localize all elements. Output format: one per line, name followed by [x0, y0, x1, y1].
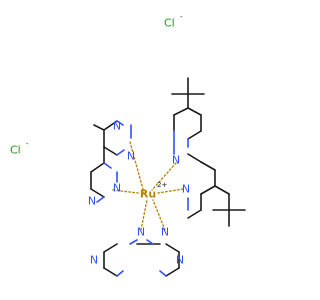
nitrogen-atom: N	[113, 182, 121, 195]
counterion-1: Cl -	[164, 13, 183, 30]
counterion-2: Cl -	[10, 140, 29, 157]
molecule-diagram: N N N N N N N N N N Ru 2+ Cl - Cl -	[10, 13, 246, 277]
nitrogen-atom: N	[88, 195, 96, 208]
nitrogen-atom: N	[90, 254, 98, 267]
nitrogen-atom: N	[172, 154, 180, 167]
coordination-bonds	[112, 141, 184, 231]
nitrogen-atom: N	[137, 226, 145, 239]
nitrogen-atom: N	[161, 226, 169, 239]
chloride-ion: Cl	[164, 17, 175, 30]
bipyrazine-lower	[103, 239, 180, 277]
nitrogen-atom: N	[113, 120, 121, 133]
chloride-charge: -	[26, 140, 29, 148]
chloride-charge: -	[180, 13, 183, 21]
ruthenium-atom: Ru	[140, 188, 156, 201]
bipyrazine-upper	[90, 120, 132, 203]
nitrogen-atom: N	[182, 183, 190, 196]
nitrogen-atom: N	[127, 150, 135, 163]
chloride-ion: Cl	[10, 144, 21, 157]
dtbbpy-ligand	[171, 77, 246, 227]
nitrogen-atoms: N N N N N N N N N N	[88, 120, 190, 267]
nitrogen-atom: N	[176, 254, 184, 267]
metal-charge: 2+	[157, 181, 167, 189]
metal-center: Ru 2+	[140, 181, 168, 201]
